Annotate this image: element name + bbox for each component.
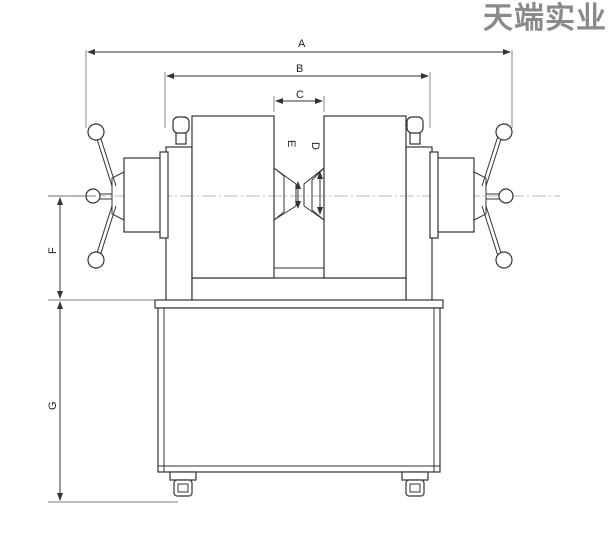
dimension-g: G	[47, 301, 178, 503]
dimension-f-label: F	[47, 247, 59, 254]
dimension-b-label: B	[296, 63, 303, 75]
dimension-d-label: D	[309, 142, 321, 150]
dimension-c-label: C	[296, 89, 304, 101]
left-handwheel	[85, 123, 117, 269]
left-bearing-housing	[111, 151, 169, 239]
handwheel-knob[interactable]	[87, 123, 105, 141]
dimension-g-label: G	[47, 401, 59, 410]
left-drum	[191, 115, 297, 279]
handwheel-knob[interactable]	[495, 251, 513, 269]
dimension-e-label: E	[285, 140, 297, 147]
handwheel-knob[interactable]	[498, 188, 514, 204]
handwheel-knob[interactable]	[87, 251, 105, 269]
caster-left	[169, 471, 197, 497]
caster-right	[401, 471, 429, 497]
machine-frame	[154, 146, 444, 309]
dimension-c: C	[273, 89, 325, 112]
dimension-b: B	[164, 63, 431, 128]
handwheel-knob[interactable]	[495, 123, 513, 141]
right-handwheel	[481, 123, 514, 269]
right-drum	[303, 115, 407, 279]
lifting-eye-right	[406, 116, 424, 145]
right-bearing-housing	[429, 151, 487, 239]
dimension-e: E	[285, 140, 301, 209]
dimension-d: D	[309, 142, 323, 215]
dimension-a: A	[85, 38, 513, 128]
dimension-f: F	[47, 195, 155, 301]
lifting-eye-left	[172, 116, 190, 145]
base-cabinet	[157, 307, 441, 473]
dimension-a-label: A	[298, 38, 306, 50]
brand-watermark: 天端实业	[483, 1, 607, 36]
